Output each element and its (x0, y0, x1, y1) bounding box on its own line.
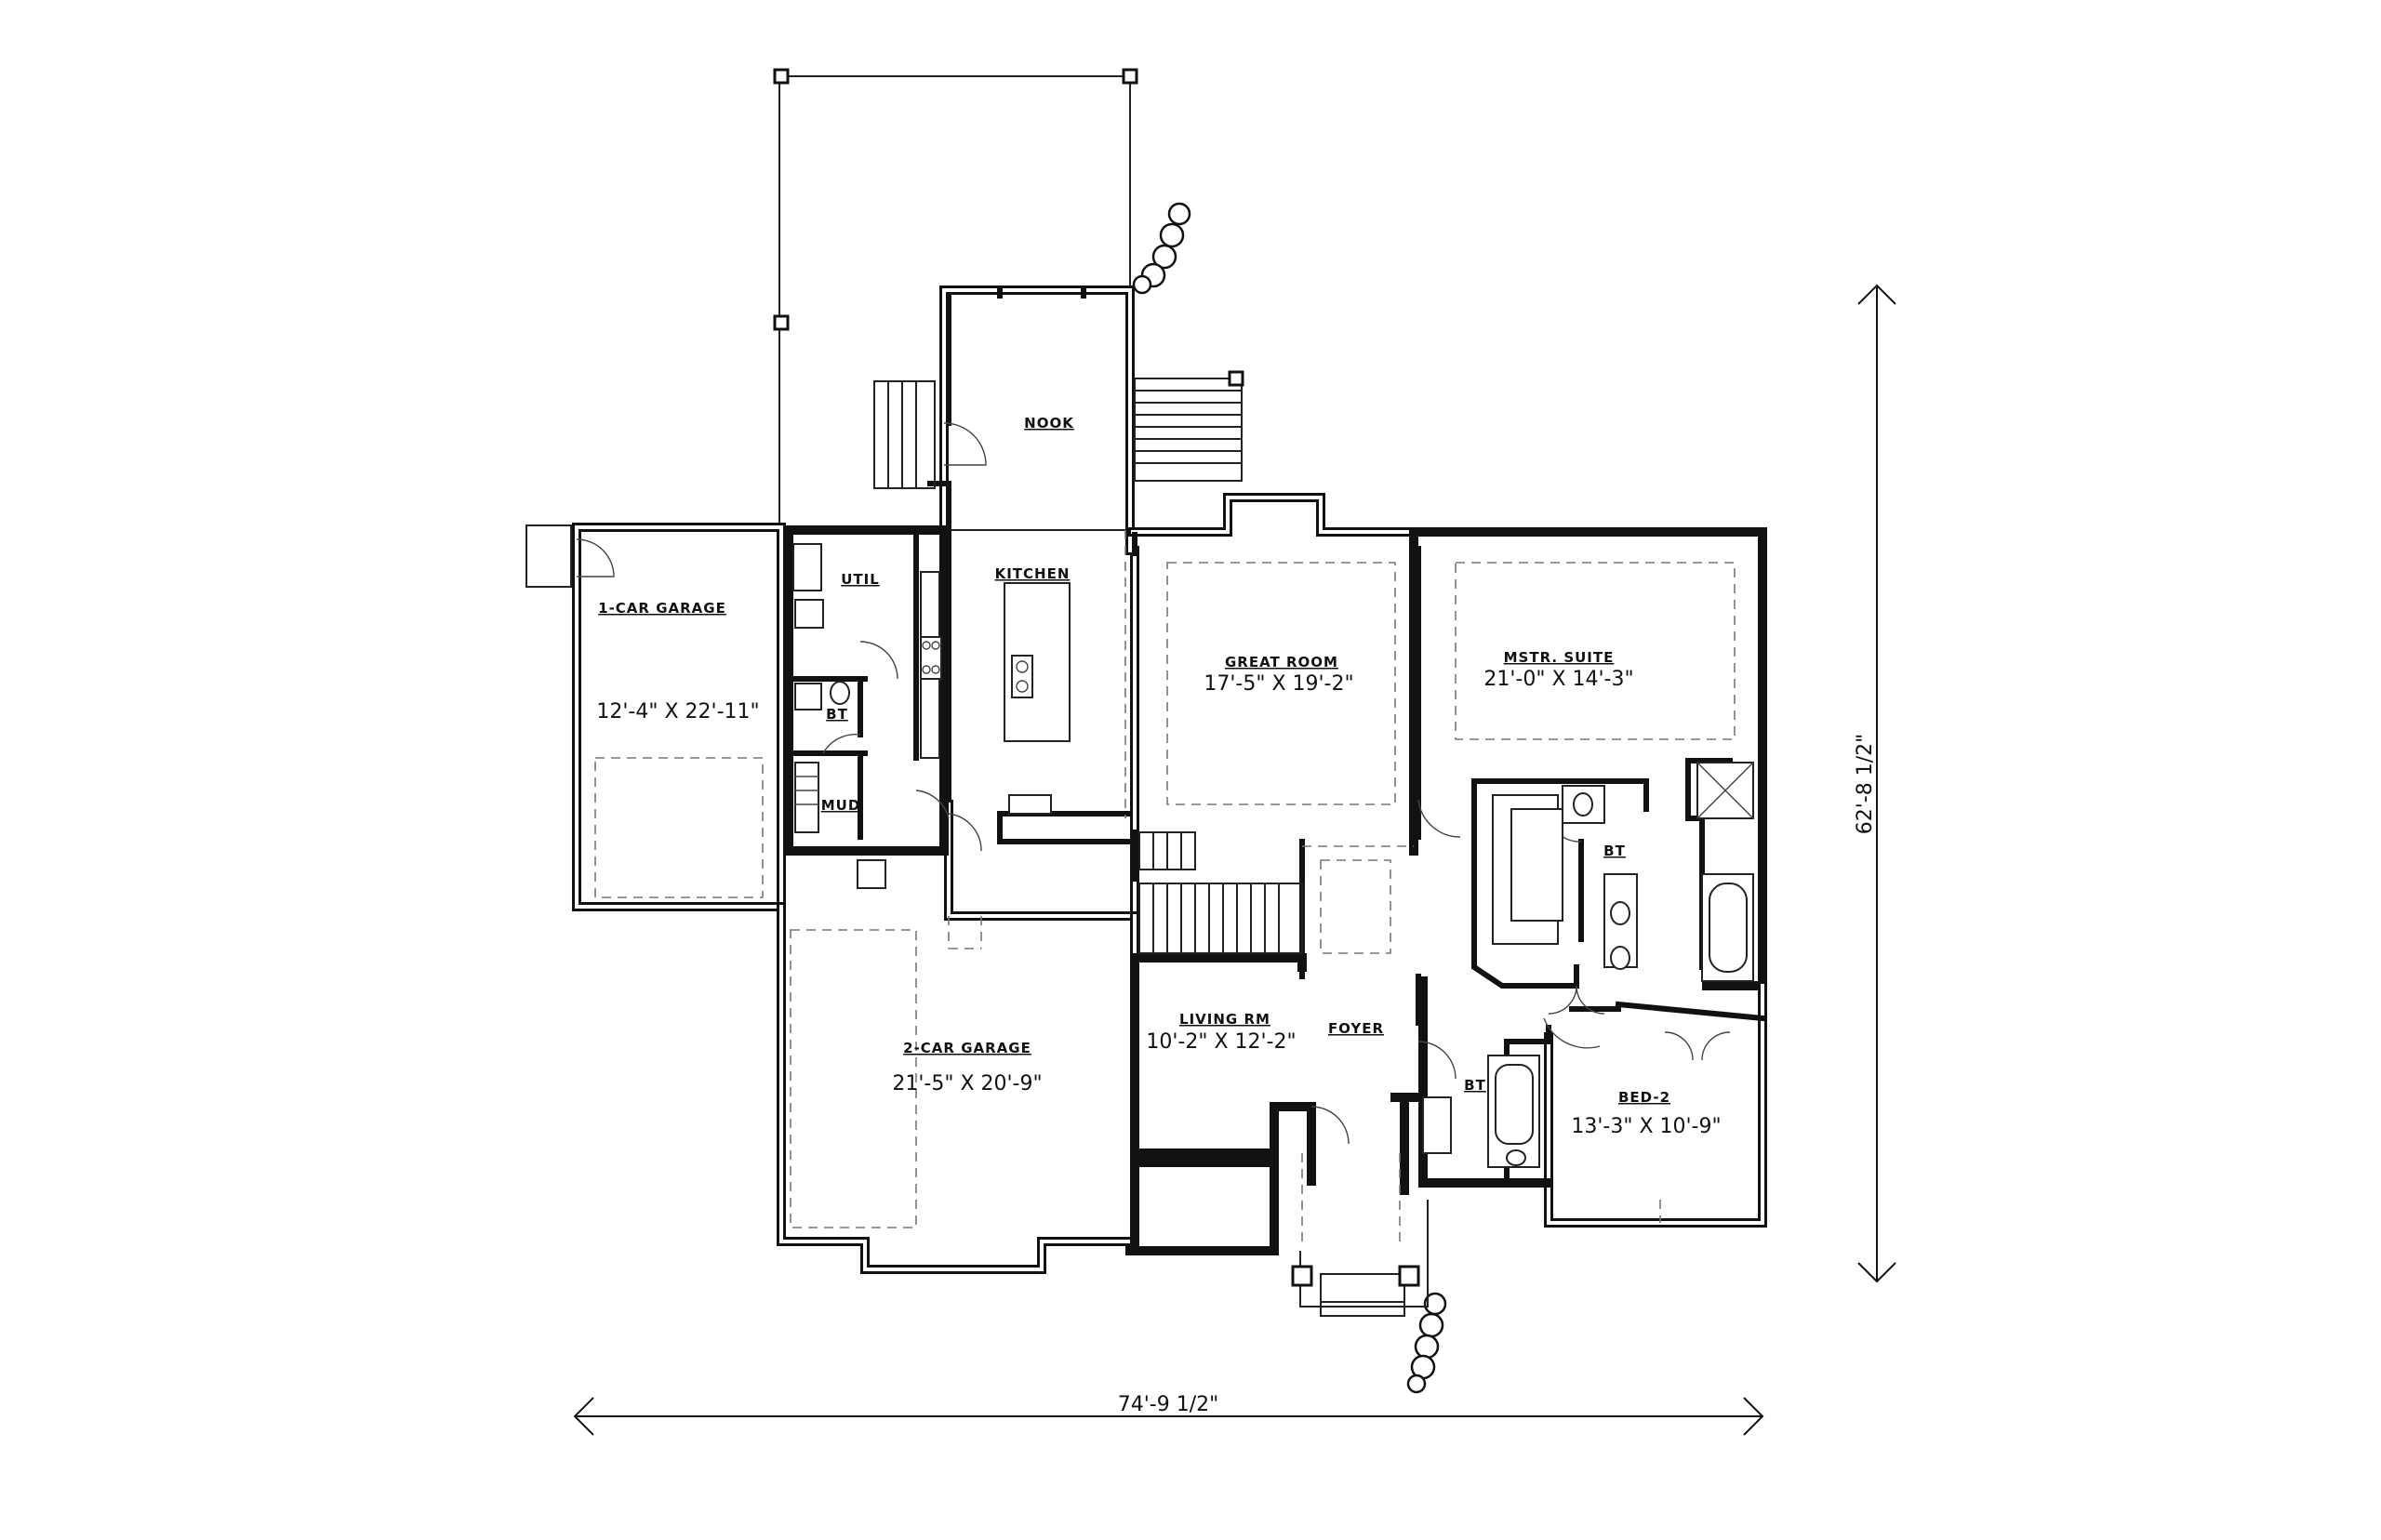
room-name-great-room: GREAT ROOM (1225, 654, 1338, 670)
room-size-master-suite: 21'-0" X 14'-3" (1483, 668, 1633, 691)
front-shrubs (1406, 1292, 1447, 1394)
rear-deck-stairs (1134, 370, 1244, 482)
overall-width-dimension: 74'-9 1/2" (573, 1393, 1764, 1436)
ceiling-lines (594, 530, 1736, 1241)
room-name-master-suite: MSTR. SUITE (1504, 649, 1615, 666)
exterior-walls (525, 285, 1767, 1274)
room-name-bed-2: BED-2 (1618, 1089, 1670, 1106)
side-entry-stairs (873, 380, 936, 489)
fixtures (792, 543, 1754, 1168)
overall-depth-label: 62'-8 1/2" (1854, 734, 1877, 835)
room-size-great-room: 17'-5" X 19'-2" (1204, 672, 1353, 696)
room-size-bed-2: 13'-3" X 10'-9" (1571, 1115, 1721, 1138)
room-name-one-car-garage: 1-CAR GARAGE (598, 600, 726, 617)
doors (576, 422, 1731, 1145)
room-name-living-room: LIVING RM (1179, 1011, 1270, 1028)
front-porch (1291, 1200, 1429, 1317)
room-name-foyer: FOYER (1328, 1020, 1384, 1037)
rear-patio (773, 68, 1138, 531)
overall-depth-dimension: 62'-8 1/2" (1854, 284, 1896, 1283)
room-size-two-car-garage: 21'-5" X 20'-9" (892, 1072, 1042, 1095)
room-name-bath-2: BT (1464, 1077, 1486, 1094)
room-name-util: UTIL (841, 571, 880, 588)
room-name-nook: NOOK (1024, 415, 1074, 431)
room-size-living-room: 10'-2" X 12'-2" (1146, 1030, 1296, 1054)
interior-stairs (1138, 831, 1303, 954)
room-labels: NOOK KITCHEN UTIL BT MUD 1-CAR GARAGE 12… (596, 415, 1721, 1138)
room-name-two-car-garage: 2-CAR GARAGE (903, 1040, 1031, 1056)
room-size-one-car-garage: 12'-4" X 22'-11" (596, 700, 759, 724)
rear-shrubs (1132, 202, 1191, 295)
room-name-master-bath: BT (1603, 843, 1626, 859)
room-name-util-bath: BT (826, 706, 848, 723)
overall-width-label: 74'-9 1/2" (1118, 1393, 1219, 1416)
room-name-kitchen: KITCHEN (995, 565, 1071, 582)
room-name-mud: MUD (821, 797, 861, 814)
